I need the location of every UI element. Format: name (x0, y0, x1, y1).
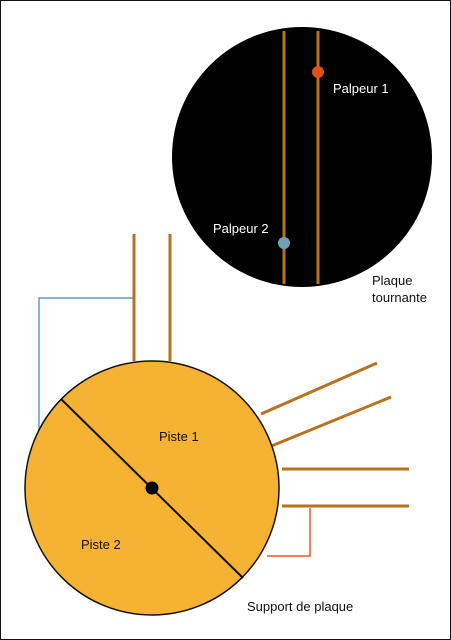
support-de-plaque-label: Support de plaque (247, 599, 354, 614)
red-wire (267, 508, 311, 557)
plaque-tournante-label-line1: Plaque (372, 273, 413, 288)
palpeur-1-label: Palpeur 1 (333, 81, 389, 96)
piste-2-label: Piste 2 (81, 537, 121, 552)
plate-center-pivot (145, 481, 159, 495)
sensor-2-dot (278, 237, 290, 249)
piste-1-label: Piste 1 (159, 429, 199, 444)
palpeur-2-label: Palpeur 2 (213, 221, 269, 236)
sensor-1-dot (312, 66, 324, 78)
blue-wire (38, 297, 134, 431)
right-rail-diagonal-2 (268, 395, 392, 449)
rotating-disc (172, 27, 432, 287)
right-rail-diagonal-1 (260, 361, 378, 416)
plaque-tournante-label-line2: tournante (372, 290, 427, 305)
